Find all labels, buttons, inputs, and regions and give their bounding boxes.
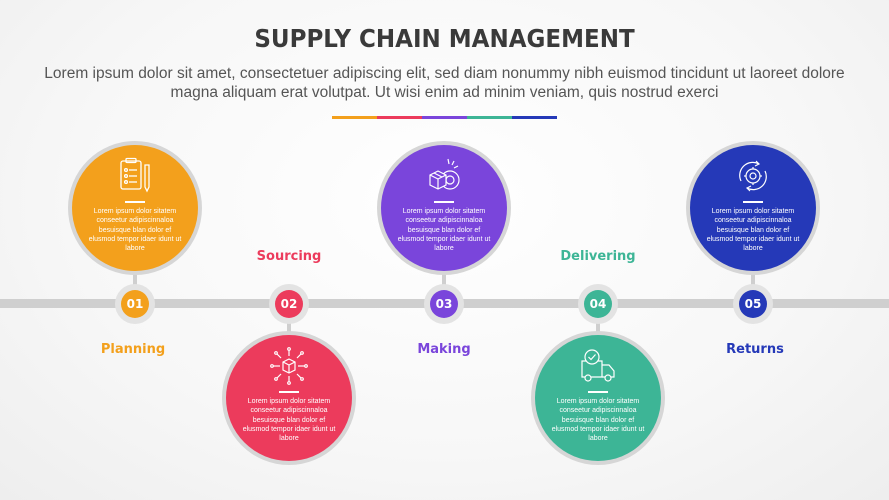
- step-number: 04: [584, 290, 612, 318]
- step-description: Lorem ipsum dolor sitatem conseetur adip…: [397, 208, 491, 253]
- step-number: 02: [275, 290, 303, 318]
- divider-dash: [588, 391, 608, 393]
- gear-cycle-icon: [739, 160, 767, 192]
- step-node-05: 05: [733, 284, 773, 324]
- step-description: Lorem ipsum dolor sitatem conseetur adip…: [88, 208, 182, 253]
- delivery-truck-check-icon: [581, 349, 615, 382]
- step-card-sourcing: Lorem ipsum dolor sitatem conseetur adip…: [222, 331, 356, 465]
- divider-dash: [434, 201, 454, 203]
- step-card-delivering: Lorem ipsum dolor sitatem conseetur adip…: [531, 331, 665, 465]
- step-description: Lorem ipsum dolor sitatem conseetur adip…: [242, 398, 336, 443]
- accent-segment-returns: [512, 116, 557, 119]
- box-gear-icon: [429, 158, 460, 190]
- step-node-03: 03: [424, 284, 464, 324]
- box-network-icon: [270, 347, 308, 385]
- clipboard-checklist-icon: [120, 157, 150, 193]
- divider-dash: [743, 201, 763, 203]
- accent-segment-planning: [332, 116, 377, 119]
- accent-segment-sourcing: [377, 116, 422, 119]
- step-number: 05: [739, 290, 767, 318]
- step-node-01: 01: [115, 284, 155, 324]
- step-number: 01: [121, 290, 149, 318]
- divider-dash: [279, 391, 299, 393]
- accent-segment-making: [422, 116, 467, 119]
- accent-segment-delivering: [467, 116, 512, 119]
- step-card-planning: Lorem ipsum dolor sitatem conseetur adip…: [68, 141, 202, 275]
- step-label-planning: Planning: [100, 342, 166, 357]
- step-number: 03: [430, 290, 458, 318]
- step-card-returns: Lorem ipsum dolor sitatem conseetur adip…: [686, 141, 820, 275]
- page-title: SUPPLY CHAIN MANAGEMENT: [254, 24, 635, 53]
- step-node-02: 02: [269, 284, 309, 324]
- step-card-making: Lorem ipsum dolor sitatem conseetur adip…: [377, 141, 511, 275]
- divider-dash: [125, 201, 145, 203]
- step-node-04: 04: [578, 284, 618, 324]
- page-subtitle: Lorem ipsum dolor sit amet, consectetuer…: [44, 65, 845, 101]
- step-description: Lorem ipsum dolor sitatem conseetur adip…: [551, 398, 645, 443]
- step-label-returns: Returns: [726, 342, 784, 357]
- color-accent-bar: [332, 116, 557, 119]
- step-label-sourcing: Sourcing: [256, 249, 322, 264]
- step-description: Lorem ipsum dolor sitatem conseetur adip…: [706, 208, 800, 253]
- step-label-making: Making: [417, 342, 471, 357]
- step-label-delivering: Delivering: [560, 249, 636, 264]
